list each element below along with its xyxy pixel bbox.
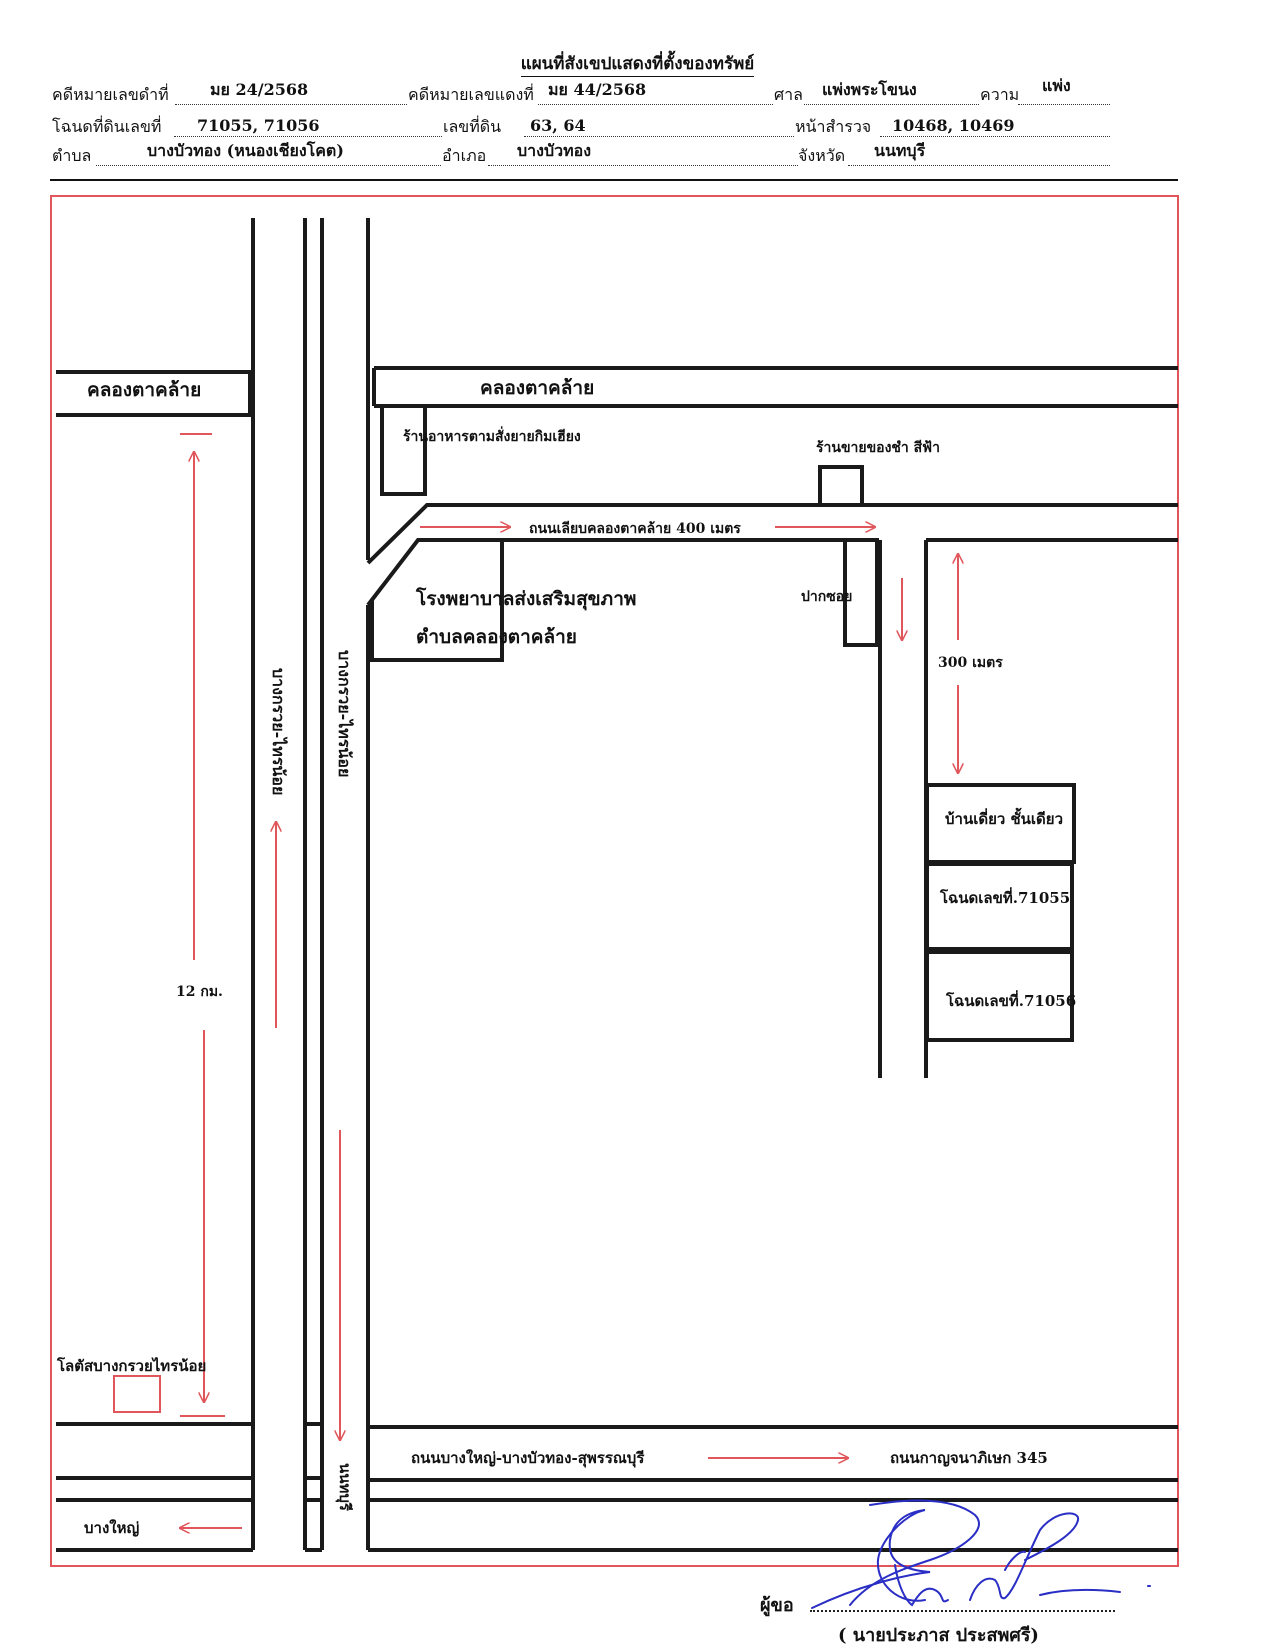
black-case-value: มย 24/2568 [210,80,309,99]
nonthaburi-label: นนทบุรี [335,1463,354,1512]
dotted-line [524,136,794,137]
signature-name: ( นายประภาส ประสพศรี) [838,1625,1039,1646]
lotus-label: โลตัสบางกรวยไทรน้อย [56,1356,206,1375]
court-value: แพ่งพระโขนง [822,80,917,99]
map-title-text: แผนที่สังเขปแสดงที่ตั้งของทรัพย์ [520,54,755,77]
header-divider [50,179,1178,181]
province-value: นนทบุรี [874,141,926,160]
grocery-shop-label: ร้านขายของชำ สีฟ้า [816,440,940,456]
signature-label: ผู้ขอ [760,1595,794,1616]
hospital-label-line1: โรงพยาบาลส่งเสริมสุขภาพ [415,587,636,611]
header-row-location: ตำบล บางบัวทอง (หนองเชียงโคต) อำเภอ บางบ… [52,141,1172,169]
bang-yai-label: บางใหญ่ [84,1519,139,1537]
dotted-line [538,104,773,105]
red-case-value: มย 44/2568 [548,80,647,99]
food-shop-label: ร้านอาหารตามสั่งยายกิมเฮียง [403,426,581,445]
dotted-line [175,104,407,105]
subdistrict-value: บางบัวทอง (หนองเชียงโคต) [147,141,344,160]
district-value: บางบัวทอง [517,141,592,160]
signature-block: ผู้ขอ ( นายประภาส ประสพศรี) [760,1590,1160,1650]
land-no-label: เลขที่ดิน [443,117,502,136]
signature-line [810,1610,1115,1612]
alley-mouth-label: ปากซอย [801,589,852,605]
court-label: ศาล [774,85,803,104]
canal-road-edge [366,538,845,607]
case-type-value: แพ่ง [1042,76,1071,95]
dotted-line [880,136,1110,137]
hospital-label-line2: ตำบลคลองตาคล้าย [416,626,577,648]
main-road-label: ถนนบางใหญ่-บางบัวทอง-สุพรรณบุรี [411,1449,645,1468]
canal-label-right: คลองตาคล้าย [480,377,594,399]
deed-71056-box [925,950,1074,1042]
canal-road-edge [366,503,1178,565]
lotus-marker [113,1375,161,1413]
district-label: อำเภอ [442,146,487,165]
red-case-label: คดีหมายเลขแดงที่ [408,85,534,104]
header-row-case: คดีหมายเลขดำที่ มย 24/2568 คดีหมายเลขแดง… [52,76,1172,108]
kanchana-road-label: ถนนกาญจนาภิเษก 345 [890,1449,1048,1467]
dotted-line [488,165,798,166]
survey-page-label: หน้าสำรวจ [795,117,872,136]
map-frame [50,195,1179,1567]
road-label-left-vertical: บางกรวย-ไทรน้อย [269,668,288,795]
grocery-shop-marker [818,465,864,507]
deed-71055-box [925,862,1074,951]
deed-label: โฉนดที่ดินเลขที่ [52,117,162,136]
canal-road-label: ถนนเลียบคลองตาคล้าย 400 เมตร [529,521,741,537]
header-row-deed: โฉนดที่ดินเลขที่ 71055, 71056 เลขที่ดิน … [52,114,1172,140]
survey-page-value: 10468, 10469 [892,116,1015,135]
canal-label-left: คลองตาคล้าย [87,379,201,401]
dotted-line [804,104,979,105]
alley-mouth-box [843,538,879,647]
food-shop-marker [380,404,427,496]
land-no-value: 63, 64 [530,116,586,135]
signature-scribble [811,1499,1151,1609]
house-label: บ้านเดี่ยว ชั้นเดียว [945,807,1063,828]
deed-71055-label: โฉนดเลขที่.71055 [939,887,1070,907]
deed-value: 71055, 71056 [197,116,320,135]
province-label: จังหวัด [798,146,846,165]
road-label-right-vertical: บางกรวย-ไทรน้อย [335,650,354,777]
dotted-line [848,165,1110,166]
dotted-line [174,136,442,137]
subdistrict-label: ตำบล [52,146,92,165]
dotted-line [96,165,441,166]
map-title: แผนที่สังเขปแสดงที่ตั้งของทรัพย์ [0,50,1275,77]
distance-12km-label: 12 กม. [176,984,223,1000]
hospital-outline [370,540,504,662]
black-case-label: คดีหมายเลขดำที่ [52,85,169,104]
dotted-line [1018,104,1110,105]
deed-71056-label: โฉนดเลขที่.71056 [945,990,1076,1010]
case-type-label: ความ [980,85,1020,104]
distance-300-label: 300 เมตร [938,655,1003,671]
